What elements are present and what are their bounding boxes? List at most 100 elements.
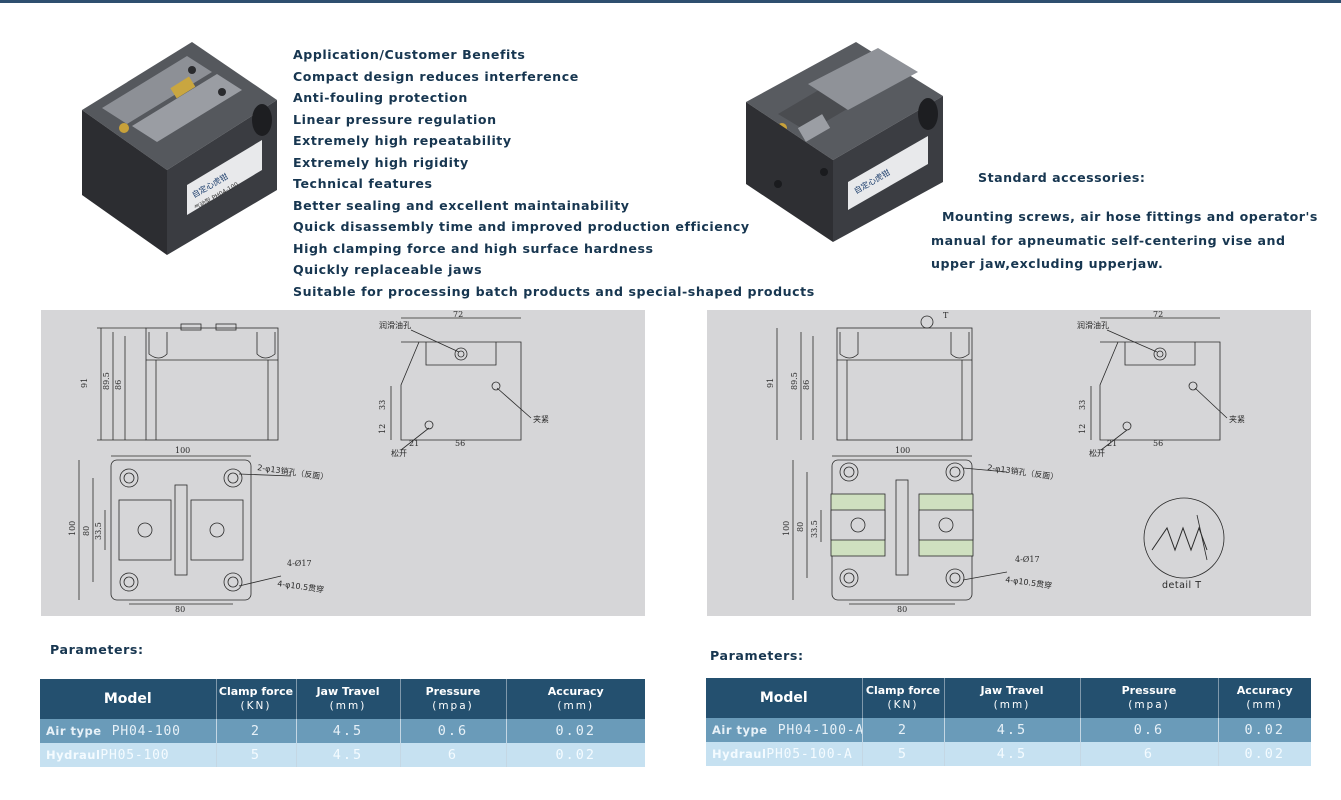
cell-travel: 4.5 [295, 743, 400, 767]
parameters-title: Parameters: [50, 642, 144, 657]
header-accuracy: Accuracy(mm) [505, 679, 645, 719]
dim-91: 91 [80, 378, 89, 388]
benefit-item: Linear pressure regulation [293, 111, 497, 127]
benefits-list: Application/Customer Benefits Compact de… [293, 44, 815, 302]
table-row: HydraulPH05-100 5 4.5 6 0.02 [40, 743, 645, 767]
benefit-item: Anti-fouling protection [293, 90, 468, 105]
benefit-item: Extremely high rigidity [293, 154, 469, 170]
cell-clamp: 5 [861, 742, 944, 766]
dim-100-h-2: 100 [782, 521, 791, 536]
note-through-holes: 4-φ10.5贯穿 [277, 578, 325, 594]
benefit-item: Extremely high repeatability [293, 133, 512, 148]
dim-56-2: 56 [1153, 439, 1163, 448]
parameters-table-type-a: Model Clamp force(KN) Jaw Travel(mm) Pre… [706, 678, 1311, 766]
dim-33-2: 33 [1078, 400, 1087, 410]
dim-33-5-2: 33.5 [810, 520, 819, 538]
dim-t: T [943, 311, 949, 320]
benefit-item: High clamping force and high surface har… [293, 240, 654, 256]
technical-drawing-type-a: T 91 89.5 86 72 润滑油孔 夹紧 松开 33 12 21 56 [707, 310, 1311, 616]
dim-86-2: 86 [802, 380, 811, 390]
dim-21-2: 21 [1107, 439, 1117, 448]
table-row: Air type PH04-100 2 4.5 0.6 0.02 [40, 719, 645, 743]
benefit-item: Quick disassembly time and improved prod… [293, 219, 750, 234]
dim-80-w-2: 80 [897, 605, 907, 614]
dim-4-17: 4-Ø17 [287, 559, 312, 568]
dim-80-h: 80 [82, 526, 91, 536]
dim-80-h-2: 80 [796, 522, 805, 532]
cell-clamp: 2 [215, 719, 296, 743]
cell-pressure: 6 [1079, 742, 1218, 766]
note-release-2: 松开 [1089, 448, 1105, 458]
cell-pressure: 0.6 [1079, 718, 1218, 742]
cell-model: Air type PH04-100 [40, 719, 216, 743]
table-header-row: Model Clamp force(KN) Jaw Travel(mm) Pre… [40, 679, 645, 719]
cell-accuracy: 0.02 [1217, 742, 1311, 766]
dim-100-w-2: 100 [895, 446, 910, 455]
table-header-row: Model Clamp force(KN) Jaw Travel(mm) Pre… [706, 678, 1311, 718]
table-row: HydraulPH05-100-A 5 4.5 6 0.02 [706, 742, 1311, 766]
cell-pressure: 0.6 [399, 719, 506, 743]
header-jaw-travel: Jaw Travel(mm) [943, 678, 1080, 718]
cell-accuracy: 0.02 [505, 743, 645, 767]
note-clamp-2: 夹紧 [1229, 414, 1245, 424]
benefit-item: Application/Customer Benefits [293, 47, 526, 62]
header-pressure: Pressure(mpa) [399, 679, 506, 719]
cell-clamp: 2 [861, 718, 944, 742]
cell-model: Air type PH04-100-A [706, 718, 862, 742]
note-lube-hole-2: 润滑油孔 [1077, 320, 1109, 330]
dim-86: 86 [114, 380, 123, 390]
note-lube-hole: 润滑油孔 [379, 320, 411, 330]
dim-72: 72 [453, 310, 463, 319]
dim-89-5: 89.5 [102, 372, 111, 390]
note-clamp: 夹紧 [533, 414, 549, 424]
note-through-holes-2: 4-φ10.5贯穿 [1005, 574, 1053, 590]
cell-accuracy: 0.02 [505, 719, 645, 743]
accessories-text: Mounting screws, air hose fittings and o… [931, 209, 1318, 271]
header-pressure: Pressure(mpa) [1079, 678, 1218, 718]
header-clamp-force: Clamp force(KN) [861, 678, 944, 718]
benefit-item: Technical features [293, 176, 433, 191]
cell-model: HydraulPH05-100 [40, 743, 216, 767]
benefit-item: Compact design reduces interference [293, 68, 579, 84]
top-rule [0, 0, 1341, 3]
header-jaw-travel: Jaw Travel(mm) [295, 679, 400, 719]
benefit-item: Quickly replaceable jaws [293, 262, 483, 277]
note-pin-holes-2: 2-φ13销孔（反面） [987, 462, 1059, 482]
parameters-title-2: Parameters: [710, 648, 804, 663]
dim-91-2: 91 [766, 378, 775, 388]
dim-100-h: 100 [68, 521, 77, 536]
parameters-table-standard: Model Clamp force(KN) Jaw Travel(mm) Pre… [40, 679, 645, 767]
cell-model: HydraulPH05-100-A [706, 742, 862, 766]
dim-12: 12 [378, 424, 387, 434]
header-model: Model [706, 678, 862, 718]
header-accuracy: Accuracy(mm) [1217, 678, 1311, 718]
detail-t-label: detail T [1162, 580, 1202, 591]
cell-accuracy: 0.02 [1217, 718, 1311, 742]
technical-drawing-standard: 91 89.5 86 72 润滑油孔 夹紧 松开 33 12 21 56 100 [41, 310, 645, 616]
note-pin-holes: 2-φ13销孔（反面） [257, 462, 329, 482]
dim-89-5-2: 89.5 [790, 372, 799, 390]
dim-80-w: 80 [175, 605, 185, 614]
header-clamp-force: Clamp force(KN) [215, 679, 296, 719]
table-row: Air type PH04-100-A 2 4.5 0.6 0.02 [706, 718, 1311, 742]
dim-56: 56 [455, 439, 465, 448]
cell-clamp: 5 [215, 743, 296, 767]
dim-21: 21 [409, 439, 419, 448]
accessories-title: Standard accessories: [978, 170, 1146, 185]
dim-72-2: 72 [1153, 310, 1163, 319]
benefit-item: Suitable for processing batch products a… [293, 283, 815, 299]
dim-4-17-2: 4-Ø17 [1015, 555, 1040, 564]
note-release: 松开 [391, 448, 407, 458]
cell-travel: 4.5 [943, 718, 1080, 742]
vise-photo-type-a: 自定心虎钳 [738, 32, 950, 252]
cell-travel: 4.5 [943, 742, 1080, 766]
cell-travel: 4.5 [295, 719, 400, 743]
cell-pressure: 6 [399, 743, 506, 767]
header-model: Model [40, 679, 216, 719]
dim-12-2: 12 [1078, 424, 1087, 434]
dim-33-5: 33.5 [94, 522, 103, 540]
vise-photo-standard: 自定心虎钳 气动型 PH04-100 [72, 30, 284, 260]
dim-100-w: 100 [175, 446, 190, 455]
dim-33: 33 [378, 400, 387, 410]
benefit-item: Better sealing and excellent maintainabi… [293, 197, 630, 213]
